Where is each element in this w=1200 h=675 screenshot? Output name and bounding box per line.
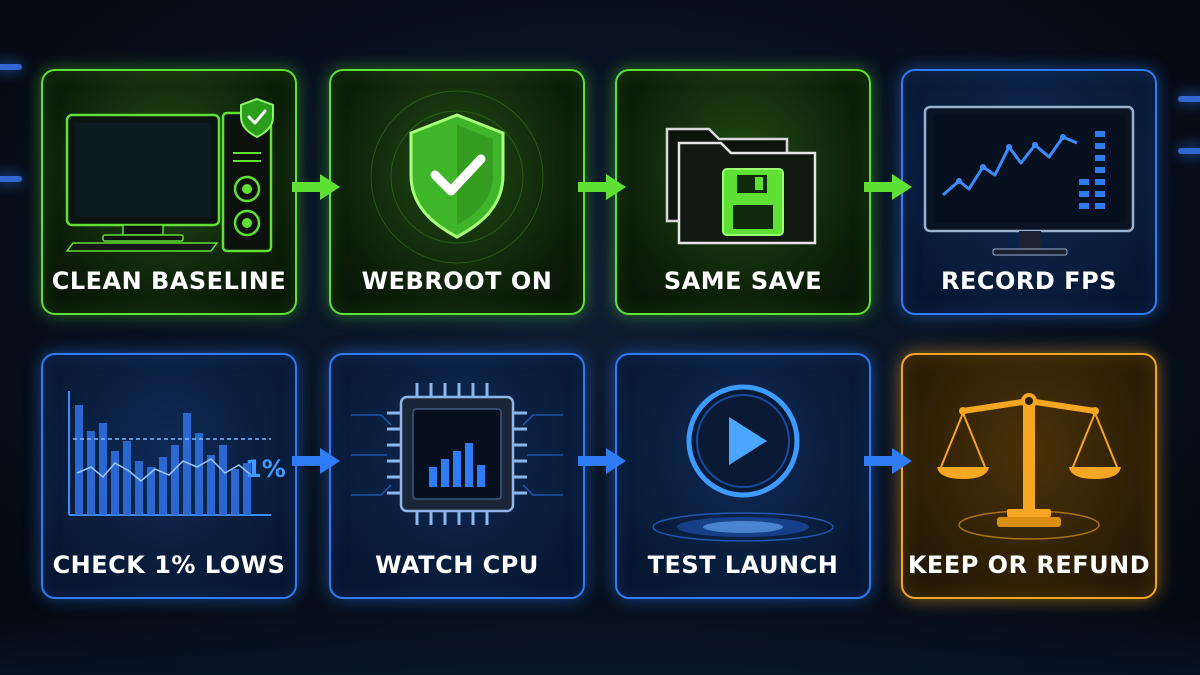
step-record-fps: RECORD FPS — [901, 69, 1157, 315]
monitor-pc-shield-icon — [65, 97, 274, 253]
left-edge-light-top — [0, 64, 22, 70]
step-watch-cpu: WATCH CPU — [329, 353, 585, 599]
step-label: CLEAN BASELINE — [51, 267, 287, 295]
folder-save-icon — [665, 127, 817, 245]
right-edge-light-top — [1178, 96, 1200, 102]
step-label: SAME SAVE — [663, 267, 823, 295]
monitor-chart-icon — [923, 105, 1135, 256]
play-button-icon — [652, 384, 834, 542]
step-label: WEBROOT ON — [361, 267, 553, 295]
step-test-launch: TEST LAUNCH — [615, 353, 871, 599]
step-check-1-lows: 1% CHECK 1% LOWS — [41, 353, 297, 599]
arrow-right-icon — [864, 174, 912, 200]
left-edge-light-bottom — [0, 176, 22, 182]
step-webroot-on: WEBROOT ON — [329, 69, 585, 315]
arrow-right-icon — [292, 448, 340, 474]
cpu-chip-icon — [351, 383, 563, 525]
right-edge-light-bottom — [1178, 148, 1200, 154]
arrow-right-icon — [292, 174, 340, 200]
overlay-1-percent: 1% — [245, 455, 286, 483]
arrow-right-icon — [578, 174, 626, 200]
step-label: WATCH CPU — [375, 551, 539, 579]
step-clean-baseline: CLEAN BASELINE — [41, 69, 297, 315]
step-label: RECORD FPS — [941, 267, 1117, 295]
step-label: TEST LAUNCH — [647, 551, 839, 579]
step-label: KEEP OR REFUND — [907, 551, 1151, 579]
floor-glow — [0, 605, 1200, 675]
step-keep-or-refund: KEEP OR REFUND — [901, 353, 1157, 599]
step-same-save: SAME SAVE — [615, 69, 871, 315]
balance-scale-icon — [937, 393, 1121, 540]
shield-check-icon — [370, 90, 544, 264]
arrow-right-icon — [578, 448, 626, 474]
arrow-right-icon — [864, 448, 912, 474]
bar-chart-icon: 1% — [68, 391, 286, 516]
step-label: CHECK 1% LOWS — [52, 551, 286, 579]
